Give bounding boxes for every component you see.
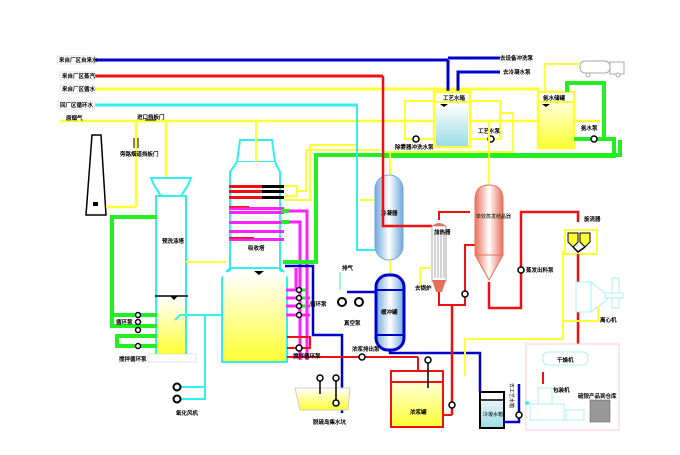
evaporator-label: 单效蒸发结晶器	[476, 213, 511, 220]
circulation-pumps-left[interactable]	[134, 311, 142, 350]
vacuum-pump-label: 真空泵	[344, 319, 361, 327]
inlet-label-tap-water: 来自厂区自来水	[58, 56, 98, 64]
circulation-pump-2-label: 循环泵	[310, 300, 327, 308]
absorber-piping	[281, 140, 622, 413]
inlet-label-process-water: 来自厂区循水	[61, 85, 96, 93]
sump-label: 脱硫岛集水坑	[313, 418, 347, 426]
oxidation-fans[interactable]	[172, 382, 182, 404]
absorber-tower	[221, 139, 288, 363]
slurry-return-pump[interactable]	[448, 401, 456, 409]
absorber-circulation-pumps[interactable]	[295, 286, 303, 352]
heater	[431, 223, 447, 292]
condensate-tank-label: 冷凝水箱	[483, 411, 503, 418]
dryer-label: 干燥机	[557, 356, 574, 364]
demister-flush-pump-label: 除雾器冲洗水泵	[395, 143, 434, 151]
condensate-pump[interactable]	[515, 411, 523, 419]
heater-pump[interactable]	[461, 290, 469, 298]
slurry-discharge-pump-label: 浓浆排出泵	[352, 345, 380, 353]
condenser-label: 冷凝器	[381, 209, 398, 217]
process-water-tank	[432, 90, 472, 149]
centrifuge	[575, 277, 624, 313]
agitator-circ-pump-label: 搅拌循环泵	[119, 355, 147, 363]
product-warehouse	[589, 399, 611, 423]
to-boiler-label: 去锅炉	[415, 284, 432, 292]
inlet-label-steam: 来自厂区蒸汽	[61, 72, 96, 80]
packer-label: 包装机	[553, 386, 570, 394]
evap-discharge-pump[interactable]	[517, 266, 525, 274]
inlet-labels: 来自厂区自来水 来自厂区蒸汽 来自厂区循水 回厂区循环水 原烟气	[56, 55, 98, 122]
evap-discharge-pump-label: 蒸发出料泵	[525, 266, 554, 274]
vacuum-pumps[interactable]	[337, 297, 364, 307]
heater-label: 加热器	[433, 228, 451, 236]
circulation-pump-label: 循环泵	[116, 318, 133, 326]
oxidation-fan-label: 氧化风机	[175, 409, 199, 417]
slurry-tank	[390, 356, 444, 428]
condensate-pump-label: 去冷凝水泵	[503, 68, 531, 76]
thickener	[564, 229, 598, 255]
condensate-tank	[479, 391, 505, 429]
slurry-tank-label: 浓浆罐	[410, 408, 427, 416]
absorber-label: 吸收塔	[248, 244, 265, 252]
demister-flush-pump[interactable]	[412, 135, 420, 143]
thickener-label: 旋流器	[583, 215, 601, 223]
sump	[294, 374, 351, 411]
ammonia-tank-label: 氨水储罐	[543, 94, 566, 102]
prewash-tower	[149, 177, 193, 357]
ammonia-tank-truck	[579, 60, 625, 78]
inlet-damper-label: 进口挡板门	[137, 113, 165, 121]
to-process-water-label: 去工艺水箱	[508, 383, 515, 408]
evaporator	[474, 184, 504, 282]
bypass-damper[interactable]	[133, 138, 139, 148]
centrifuge-label: 离心机	[600, 316, 617, 324]
equipment-flush-label: 去设备冲洗泵	[500, 54, 534, 62]
ammonia-pump[interactable]	[590, 135, 598, 143]
ammonia-tank	[536, 90, 576, 150]
process-water-tank-label: 工艺水箱	[443, 94, 466, 102]
inlet-label-return-water: 回厂区循环水	[60, 101, 94, 109]
chimney	[85, 134, 107, 216]
inlet-pipes	[60, 58, 600, 123]
inlet-label-raw-flue-gas: 原烟气	[66, 114, 83, 122]
condenser	[374, 174, 404, 261]
agitator-circ-pump-2-label: 搅拌循环泵	[293, 352, 321, 360]
ammonia-pump-label: 氨水泵	[581, 124, 598, 132]
prewash-circulation-loop	[110, 215, 157, 348]
product-store-label: 硫铵产品到仓库	[578, 392, 617, 400]
slurry-discharge-pump[interactable]	[358, 353, 366, 361]
packer	[529, 387, 585, 421]
vent-label: 排气	[342, 264, 354, 272]
prewash-tower-label: 预洗涤塔	[162, 237, 185, 245]
buffer-tank-label: 缓冲罐	[381, 308, 398, 316]
bypass-damper-label: 旁路烟道挡板门	[119, 150, 159, 158]
